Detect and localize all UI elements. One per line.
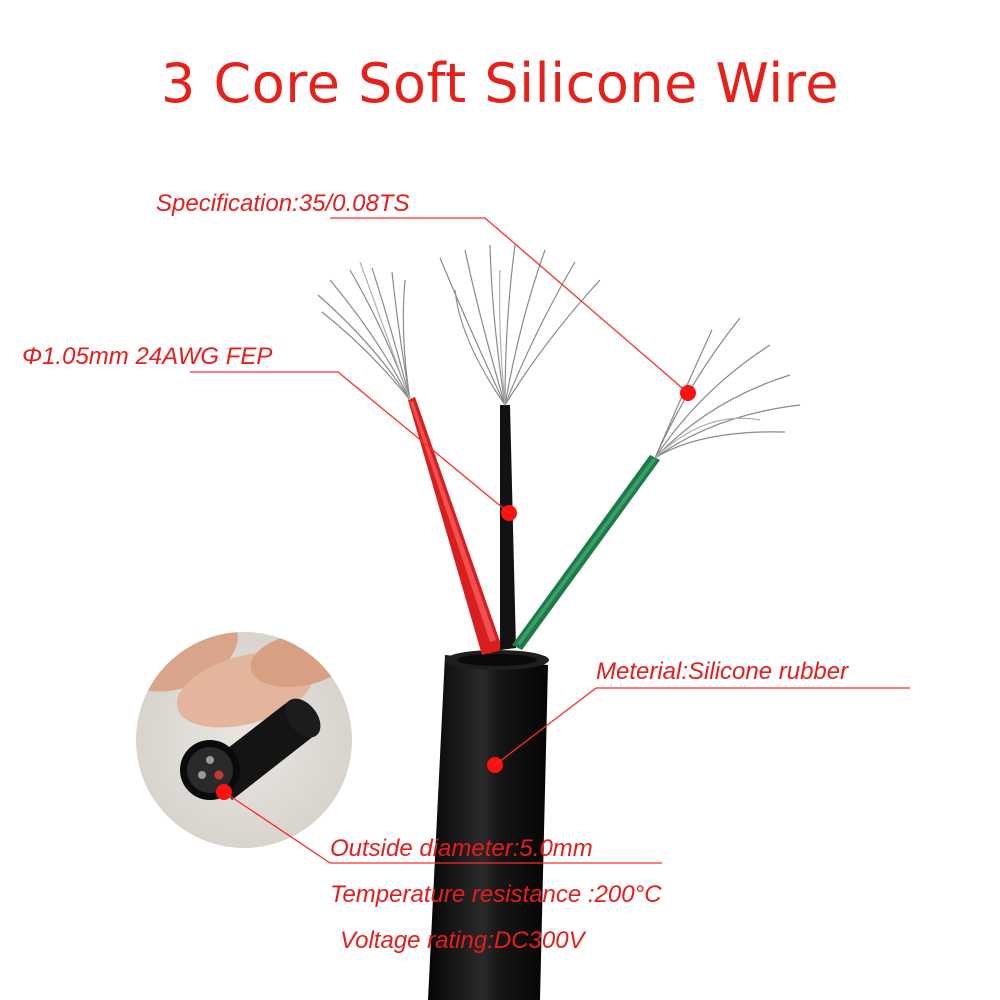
callout-lines [190,217,910,864]
page-title: 3 Core Soft Silicone Wire [161,52,839,115]
cable-sheath [428,650,549,1000]
strands-right [654,317,801,459]
red-core [408,397,503,655]
voltage-label: Voltage rating:DC300V [340,927,585,954]
core-strand [206,756,214,764]
green-core [512,455,660,650]
outside-diameter-label: Outside diameter:5.0mm [330,835,593,862]
strands-middle [439,244,601,406]
core-strand [214,770,224,780]
core-strand [198,771,206,779]
material-label: Meterial:Silicone rubber [596,658,849,685]
strands-left [317,261,411,401]
black-core [500,405,517,650]
cross-section-inset [136,632,352,848]
conductor-label: Φ1.05mm 24AWG FEP [22,343,273,370]
specification-label: Specification:35/0.08TS [156,190,410,217]
temperature-label: Temperature resistance :200°C [330,881,662,908]
